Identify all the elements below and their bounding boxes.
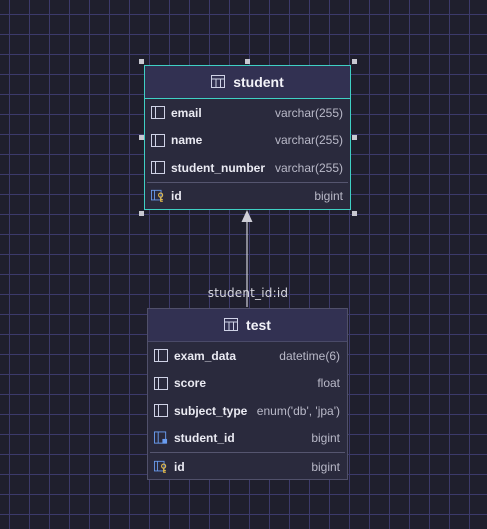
column-type: enum('db', 'jpa') [256, 403, 340, 418]
table-student[interactable]: student email varchar(255) name varchar(… [144, 65, 351, 210]
column-type: datetime(6) [279, 348, 340, 363]
column-icon [151, 106, 165, 120]
selection-handle[interactable] [352, 211, 357, 216]
selection-handle[interactable] [139, 59, 144, 64]
table-header[interactable]: student [145, 66, 350, 99]
key-separator [150, 452, 345, 453]
table-header[interactable]: test [148, 309, 347, 342]
selection-handle[interactable] [352, 59, 357, 64]
primary-key-row[interactable]: id bigint [148, 453, 347, 481]
column-type: varchar(255) [274, 133, 343, 148]
table-test[interactable]: test exam_data datetime(6) score float s… [147, 308, 348, 480]
column-icon [151, 133, 165, 147]
key-separator [147, 181, 348, 183]
column-type: bigint [314, 189, 343, 204]
selection-handle[interactable] [245, 59, 250, 64]
selection-handle[interactable] [352, 135, 357, 140]
column-icon [151, 161, 165, 175]
column-type: bigint [311, 431, 340, 446]
table-title: student [233, 74, 284, 90]
table-title: test [246, 317, 271, 333]
table-icon [211, 73, 226, 92]
column-name: id [174, 459, 185, 474]
relationship-arrowhead [241, 210, 253, 222]
column-name: score [174, 376, 207, 391]
column-icon [154, 349, 168, 363]
column-name: email [171, 105, 202, 120]
column-name: exam_data [174, 348, 237, 363]
column-row[interactable]: name varchar(255) [145, 127, 350, 155]
selection-handle[interactable] [139, 211, 144, 216]
column-row[interactable]: subject_type enum('db', 'jpa') [148, 397, 347, 425]
column-type: bigint [311, 459, 340, 474]
column-name: id [171, 189, 182, 204]
column-icon [154, 376, 168, 390]
relationship-label: student_id:id [207, 286, 289, 300]
column-type: varchar(255) [274, 105, 343, 120]
column-name: student_id [174, 431, 235, 446]
column-row[interactable]: exam_data datetime(6) [148, 342, 347, 370]
primary-key-icon [154, 460, 168, 474]
column-row[interactable]: email varchar(255) [145, 99, 350, 127]
column-type: varchar(255) [274, 160, 343, 175]
foreign-key-row[interactable]: student_id bigint [148, 425, 347, 453]
primary-key-row[interactable]: id bigint [145, 183, 350, 211]
column-row[interactable]: score float [148, 370, 347, 398]
column-row[interactable]: student_number varchar(255) [145, 154, 350, 182]
column-name: subject_type [174, 403, 248, 418]
column-type: float [317, 376, 340, 391]
column-icon [154, 404, 168, 418]
foreign-key-icon [154, 431, 168, 445]
table-icon [224, 316, 239, 335]
column-name: student_number [171, 160, 266, 175]
primary-key-icon [151, 189, 165, 203]
column-name: name [171, 133, 203, 148]
selection-handle[interactable] [139, 135, 144, 140]
